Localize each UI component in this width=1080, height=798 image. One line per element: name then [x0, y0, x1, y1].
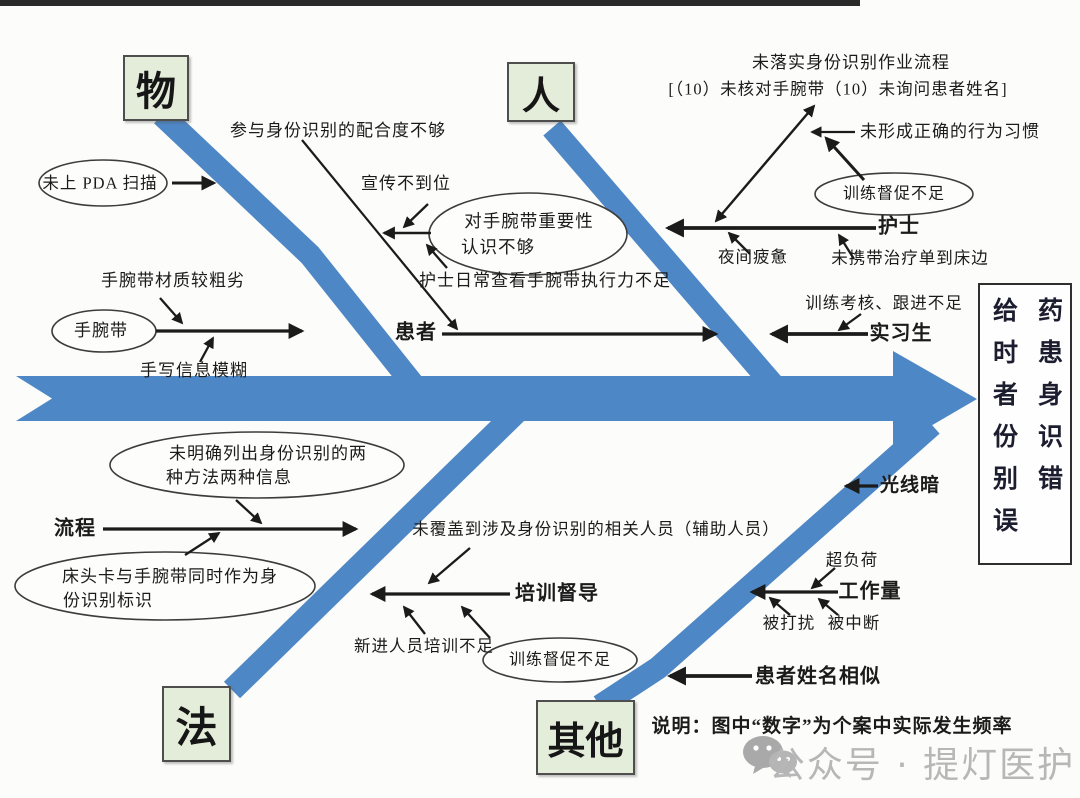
category-box-people: 人: [507, 62, 575, 122]
arrow-not-covered: [427, 547, 471, 585]
arrow-supervision-top: [824, 136, 866, 182]
line-cooperation: [301, 139, 459, 331]
bone-label-workload: 工作量: [838, 580, 902, 603]
ellipse-wristband-importance: [428, 192, 628, 276]
cause-behavior-habit: 未形成正确的行为习惯: [860, 122, 1040, 142]
fish-head-right-column: 药患身识错: [1034, 297, 1062, 507]
cause-process-not-implemented: 未落实身份识别作业流程: [752, 53, 950, 73]
cause-importance-line1: 对手腕带重要性: [464, 210, 594, 231]
branch-method: [223, 394, 535, 699]
note-text: 说明：图中“数字”为个案中实际发生频率: [651, 716, 1013, 738]
bone-label-nurse: 护士: [878, 215, 920, 238]
scan-artifact-strip: [0, 0, 860, 6]
bone-label-training-guidance: 培训督导: [515, 582, 599, 605]
arrow-material-quality: [159, 297, 184, 325]
bone-label-patient: 患者: [395, 321, 437, 344]
cause-bed-card-line2: 份识别标识: [63, 591, 153, 611]
cause-not-covered: 未覆盖到涉及身份识别的相关人员（辅助人员）: [412, 519, 780, 539]
bone-label-dim-light: 光线暗: [879, 475, 941, 497]
arrow-overload: [810, 567, 836, 590]
spine-arrowhead: [893, 351, 977, 448]
arrow-night-fatigue: [727, 231, 751, 255]
cause-disturbed: 被打扰: [762, 613, 816, 633]
bone-label-process: 流程: [54, 517, 96, 540]
branch-material: [154, 106, 433, 406]
category-label-other: 其他: [547, 721, 624, 763]
branch-people: [543, 120, 797, 410]
category-box-method: 法: [162, 686, 231, 762]
arrow-publicity: [402, 203, 429, 229]
wechat-icon: [743, 736, 797, 778]
ellipse-bed-card: [14, 551, 316, 621]
arrow-disturbed: [768, 596, 791, 616]
cause-publicity: 宣传不到位: [361, 174, 451, 194]
category-label-people: 人: [521, 75, 560, 118]
cause-overload: 超负荷: [825, 550, 879, 570]
cause-process-bracket: [（10）未核对手腕带（10）未询问患者姓名]: [668, 79, 1008, 99]
cause-interrupted: 被中断: [827, 613, 881, 633]
cause-pda-scan: 未上 PDA 扫描: [42, 173, 158, 193]
category-label-material: 物: [136, 69, 176, 114]
arrow-handwriting: [198, 336, 215, 363]
fish-head-box: 给时者份别误 药患身识错: [978, 283, 1072, 565]
bone-label-similar-name: 患者姓名相似: [755, 665, 881, 688]
cause-training-supervision-top: 训练督促不足: [842, 185, 946, 203]
cause-importance-line2: 认识不够: [461, 236, 535, 257]
arrow-interrupted: [817, 597, 839, 616]
category-box-other: 其他: [536, 700, 635, 775]
ellipse-two-methods: [109, 431, 405, 499]
watermark-text: 公众号 · 提灯医护: [768, 745, 1076, 786]
ellipse-pda-scan: [38, 159, 168, 207]
cause-handwriting-blur: 手写信息模糊: [140, 361, 248, 381]
cause-nurse-check: 护士日常查看手腕带执行力不足: [419, 271, 671, 291]
fish-head-left-column: 给时者份别误: [989, 297, 1017, 549]
cause-new-staff: 新进人员培训不足: [354, 636, 494, 656]
cause-bed-card-line1: 床头卡与手腕带同时作为身: [62, 567, 278, 587]
arrow-training-assessment: [837, 313, 862, 332]
cause-two-methods-line1: 未明确列出身份识别的两: [169, 444, 367, 464]
line-process-not-implemented: [714, 104, 816, 223]
cause-night-fatigue: 夜间疲惫: [718, 247, 788, 267]
category-box-material: 物: [123, 55, 189, 121]
arrow-new-staff: [402, 605, 426, 635]
cause-cooperation: 参与身份识别的配合度不够: [230, 121, 446, 141]
spine-band: [16, 376, 896, 421]
branch-other: [593, 416, 940, 716]
arrow-two-methods: [235, 499, 263, 525]
cause-two-methods-line2: 种方法两种信息: [166, 468, 292, 488]
arrow-nurse-check: [425, 243, 448, 269]
cause-wristband-material: 手腕带材质较粗劣: [101, 271, 245, 291]
bone-label-intern: 实习生: [869, 322, 933, 345]
arrow-no-sheet: [838, 233, 855, 260]
cause-training-supervision-bottom: 训练督促不足: [508, 651, 612, 669]
cause-wristband: 手腕带: [74, 321, 128, 341]
arrow-supervision-bottom: [460, 605, 491, 639]
cause-training-assessment: 训练考核、跟进不足: [805, 293, 963, 313]
ellipse-training-supervision-bottom: [482, 637, 638, 683]
cause-no-sheet: 未携带治疗单到床边: [831, 248, 989, 268]
arrow-bed-card: [184, 532, 221, 556]
category-label-method: 法: [175, 705, 218, 752]
